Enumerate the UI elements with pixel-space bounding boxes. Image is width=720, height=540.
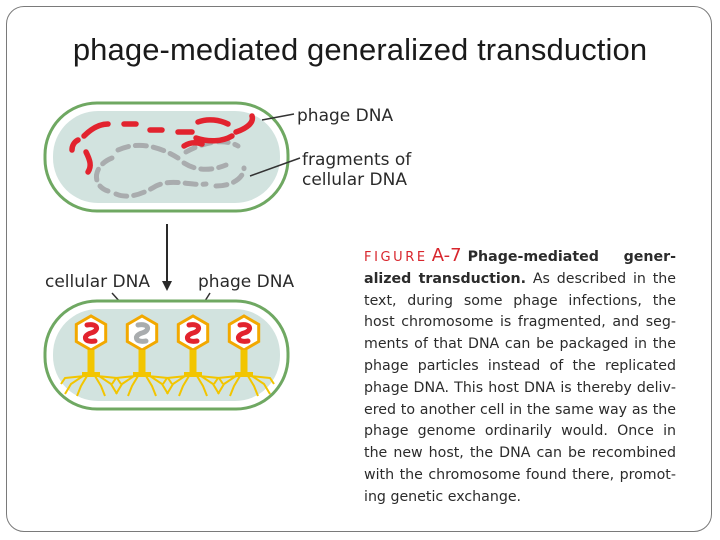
tail-fiber [249,375,275,385]
phage-dna-piece [83,149,93,175]
phage-particle [213,314,275,397]
tail-fiber [76,375,88,397]
label-fragments-line2: cellular DNA [302,170,407,190]
label-phage-dna-bottom: phage DNA [198,272,294,292]
figure-body: As described in the text, during some ph… [364,270,676,505]
phage-baseplate [133,372,151,377]
phage-particles [60,314,275,397]
cellular-dna-fragment [213,165,247,189]
phage-baseplate [235,372,253,377]
tail-fiber [60,375,86,385]
tail-fiber [145,375,157,397]
tail-fiber [200,375,220,395]
leader-line-phage-dna [261,113,295,121]
phage-tail [87,350,95,374]
figure-word: FIGURE [364,250,428,265]
slide-frame [6,6,712,532]
figure-heading: Phage-mediated gener­alized transduction… [364,249,676,287]
tail-fiber [149,375,169,395]
cellular-dna-fragments [94,139,247,199]
leader-line-fragments [249,157,301,177]
tail-fiber [111,375,137,385]
label-cellular-dna: cellular DNA [45,272,150,292]
tail-fiber [115,375,135,395]
phage-tail [189,350,197,374]
tail-fiber [166,375,186,395]
phage-dna-piece [181,139,205,149]
tail-fiber [64,375,84,395]
phage-baseplate [82,372,100,377]
cellular-dna-fragment [115,142,181,161]
slide-title: phage-mediated generalized transduction [72,32,648,67]
tail-fiber [247,375,259,397]
label-phage-dna-top: phage DNA [297,106,393,126]
tail-fiber [213,375,239,385]
phage-particle [111,314,173,397]
phage-particle [162,314,224,397]
cell-interior [53,111,280,203]
cellular-dna-fragment [94,155,115,194]
tail-fiber [217,375,237,395]
phage-dna-piece [195,117,231,127]
tail-fiber [196,375,208,397]
tail-fiber [251,375,271,395]
phage-dna-cargo [236,322,252,344]
tail-fiber [162,375,188,385]
tail-fiber [178,375,190,397]
figure-number: A-7 [431,245,462,266]
cellular-dna-fragment [113,179,209,199]
cellular-dna-cargo [134,322,150,344]
tail-fiber [229,375,241,397]
label-fragments-line1: fragments of [302,150,412,170]
phage-tail [240,350,248,374]
tail-fiber [127,375,139,397]
phage-dna-cargo [185,322,201,344]
phage-dna-piece [193,133,235,144]
phage-dna-cargo [83,322,99,344]
phage-dna-piece [69,137,81,153]
phage-dna-piece [233,113,256,135]
cellular-dna-fragment [181,160,229,172]
phage-dna-pieces [69,113,256,175]
phage-particle [60,314,122,397]
phage-baseplate [184,372,202,377]
tail-fiber [98,375,118,395]
phage-dna-piece [81,121,111,139]
phage-tail [138,350,146,374]
tail-fiber [94,375,106,397]
